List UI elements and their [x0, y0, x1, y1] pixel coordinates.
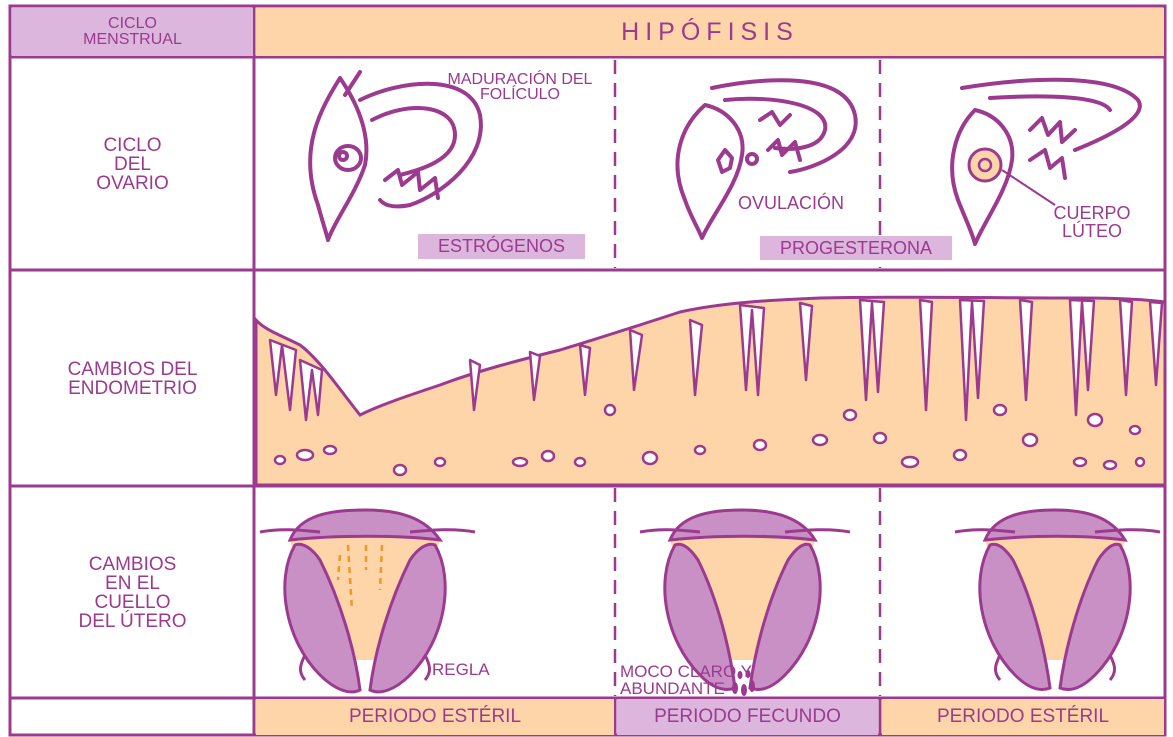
- phase-infertile-2: PERIODO ESTÉRIL: [882, 699, 1164, 735]
- endometrium-row-header: CAMBIOS DEL ENDOMETRIO: [12, 273, 253, 484]
- follicle-maturation-label: MADURACIÓN DEL FOLÍCULO: [435, 72, 605, 102]
- progesterone-label: PROGESTERONA: [780, 238, 932, 259]
- hypophysis-title: HIPÓFISIS: [621, 18, 799, 47]
- period-label: REGLA: [432, 662, 490, 677]
- phase-infertile-1-label: PERIODO ESTÉRIL: [349, 706, 521, 728]
- ovary-cycle-row-header: CICLO DEL OVARIO: [12, 60, 253, 268]
- phase-infertile-1: PERIODO ESTÉRIL: [256, 699, 614, 735]
- menstrual-cycle-header: CICLO MENSTRUAL: [12, 8, 253, 56]
- ovulation-label: OVULACIÓN: [738, 196, 844, 211]
- cervix-label: CAMBIOS EN EL CUELLO DEL ÚTERO: [78, 555, 188, 631]
- progesterone-badge: PROGESTERONA: [760, 236, 952, 260]
- phase-fertile: PERIODO FECUNDO: [617, 699, 878, 735]
- menstrual-cycle-label: CICLO MENSTRUAL: [73, 16, 193, 48]
- phase-infertile-2-label: PERIODO ESTÉRIL: [937, 706, 1109, 728]
- uterus-luteal: [955, 510, 1160, 689]
- ovary-ovulation: [677, 80, 855, 238]
- ovary-cycle-label: CICLO DEL OVARIO: [88, 136, 178, 193]
- cervix-row-header: CAMBIOS EN EL CUELLO DEL ÚTERO: [12, 489, 253, 696]
- mucus-label: MOCO CLARO Y ABUNDANTE: [620, 663, 860, 697]
- hypophysis-header: HIPÓFISIS: [256, 8, 1164, 56]
- estrogen-label: ESTRÓGENOS: [438, 236, 565, 257]
- phase-fertile-label: PERIODO FECUNDO: [654, 706, 841, 728]
- endometrium-label: CAMBIOS DEL ENDOMETRIO: [58, 360, 208, 398]
- estrogen-badge: ESTRÓGENOS: [418, 234, 585, 259]
- corpus-luteum-label: CUERPO LÚTEO: [1052, 204, 1132, 240]
